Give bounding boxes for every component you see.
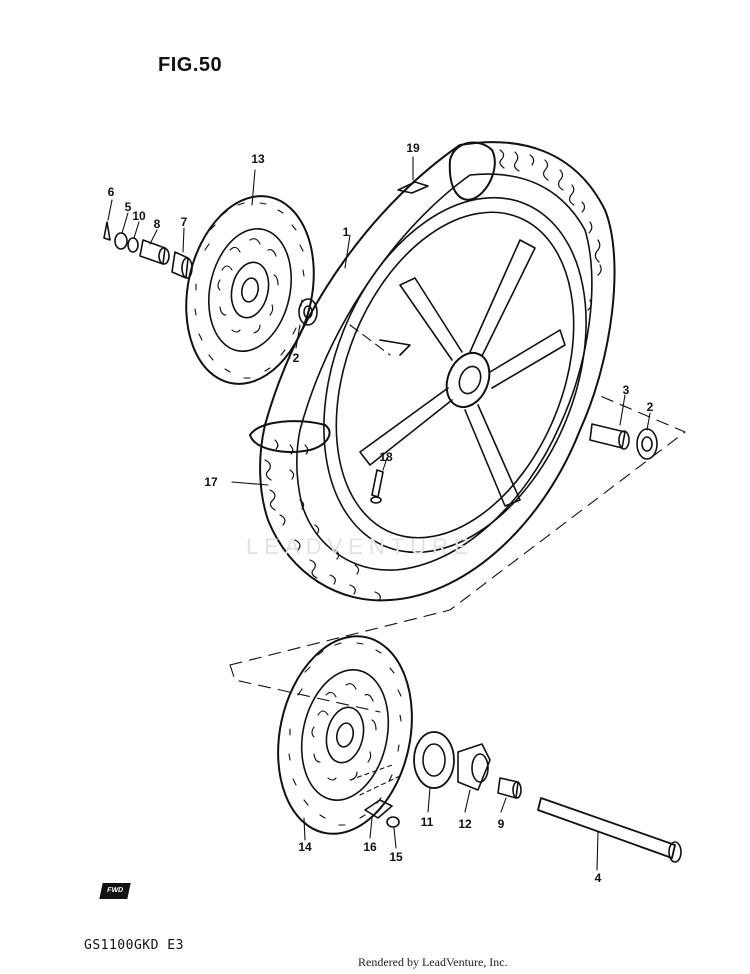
- valve-18: [371, 469, 384, 498]
- callout-11: 11: [420, 815, 434, 829]
- watermark: LEADVENTURE: [246, 534, 475, 559]
- spacer-8: [139, 239, 166, 265]
- figure-title: FIG.50: [158, 54, 223, 76]
- washer-10: [127, 237, 139, 253]
- brake-disc-left: [185, 195, 315, 385]
- collar-9: [497, 777, 519, 799]
- nut-5: [114, 232, 128, 250]
- dust-seal-11: [413, 731, 455, 789]
- wheel-rim: [323, 196, 587, 554]
- axle-4: [537, 797, 676, 859]
- callout-1: 1: [342, 225, 350, 239]
- callout-19: 19: [406, 141, 420, 155]
- render-credit: Rendered by LeadVenture, Inc.: [358, 955, 508, 969]
- callout-2-left: 2: [292, 351, 300, 365]
- brake-disc-right: [277, 635, 413, 835]
- callout-17: 17: [204, 475, 218, 489]
- right-axle-parts: [370, 181, 658, 504]
- lower-parts: [364, 731, 682, 863]
- callout-7: 7: [180, 215, 188, 229]
- callout-2-right: 2: [646, 400, 654, 414]
- callout-5: 5: [124, 200, 132, 214]
- model-code: GS1100GKD E3: [84, 938, 184, 953]
- rim-band-19: [397, 181, 429, 194]
- speedo-gear-box-12: [457, 743, 491, 791]
- callout-15: 15: [389, 850, 403, 864]
- forward-direction-icon: FWD: [99, 883, 131, 899]
- bearing-2a: [298, 298, 318, 326]
- bearing-2b: [636, 428, 658, 460]
- lock-washer-16: [364, 799, 393, 819]
- callout-14: 14: [298, 840, 312, 854]
- callout-10: 10: [132, 209, 146, 223]
- cotter-pin-6: [103, 221, 111, 241]
- callout-13: 13: [251, 152, 265, 166]
- tire: [249, 141, 616, 602]
- callout-4: 4: [594, 871, 602, 885]
- leader-lines: [107, 156, 686, 871]
- collar-7: [171, 251, 189, 279]
- callout-3: 3: [622, 383, 630, 397]
- callout-18: 18: [379, 450, 393, 464]
- callout-12: 12: [458, 817, 472, 831]
- callout-16: 16: [363, 840, 377, 854]
- callout-9: 9: [497, 817, 505, 831]
- left-axle-parts: [103, 221, 318, 326]
- callout-6: 6: [107, 185, 115, 199]
- bolt-15: [386, 816, 400, 828]
- callout-8: 8: [153, 217, 161, 231]
